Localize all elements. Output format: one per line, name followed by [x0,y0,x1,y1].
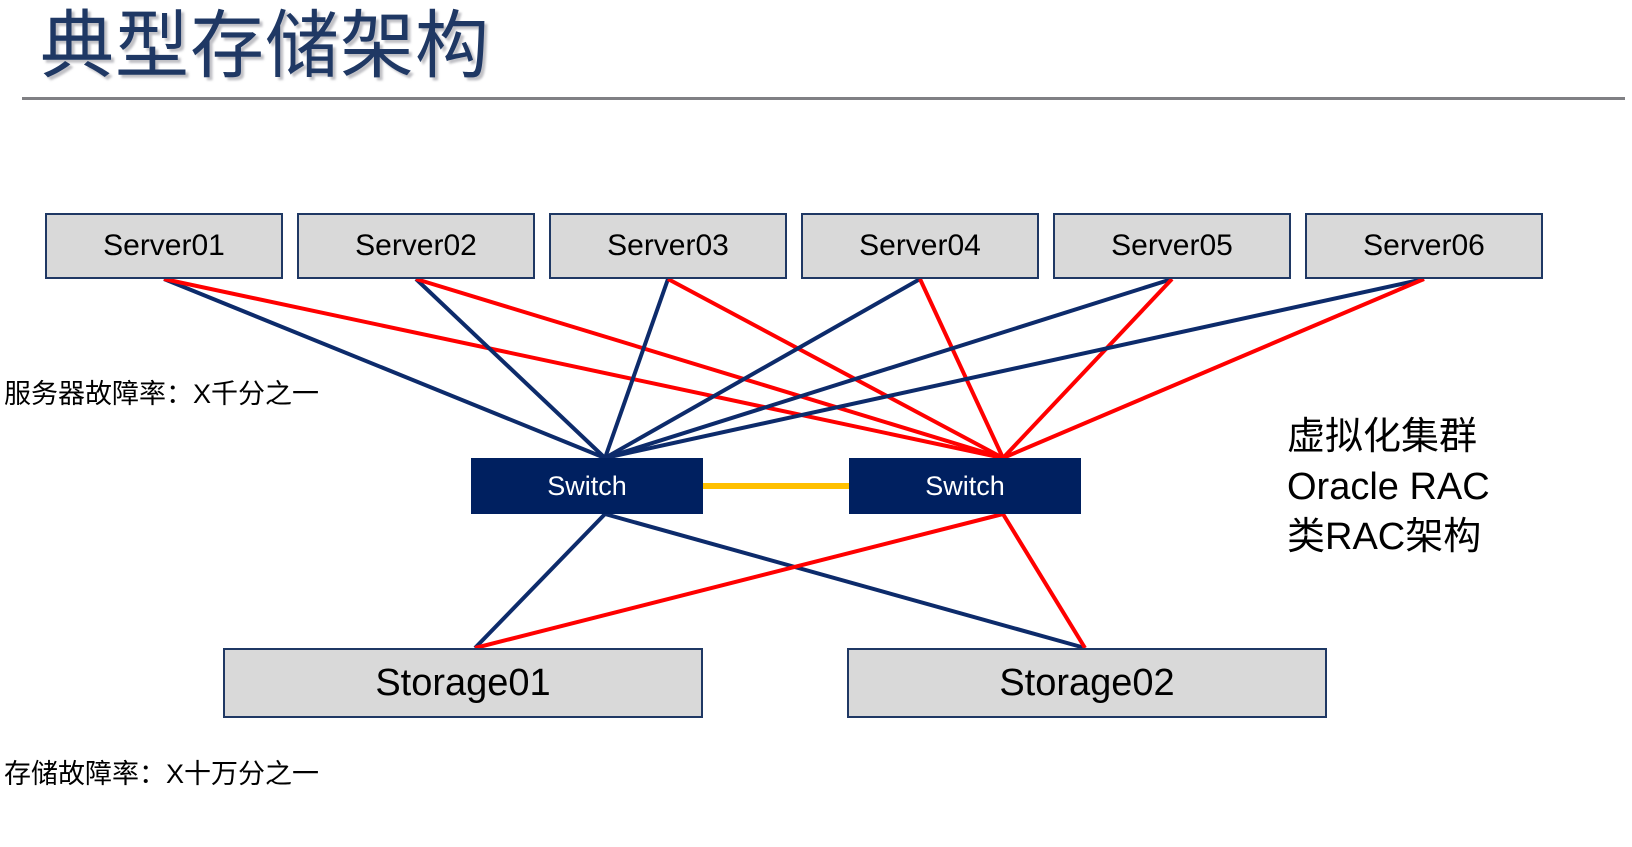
link-server05-to-switch01 [604,277,1173,460]
link-server05-to-switch02 [1001,277,1174,460]
note-cluster-line-2: Oracle RAC [1287,466,1490,508]
page-title: 典型存储架构 [40,4,490,87]
node-server05-label: Server05 [1111,229,1233,262]
node-server02[interactable]: Server02 [297,213,535,279]
link-server04-to-switch02 [918,278,1005,459]
link-server03-to-switch02 [667,277,1004,460]
link-switch01-to-storage01 [473,512,607,650]
node-server02-label: Server02 [355,229,477,262]
node-switch-02[interactable]: Switch [849,458,1081,514]
note-cluster-line-1: 虚拟化集群 [1287,416,1478,458]
node-storage02[interactable]: Storage02 [847,648,1327,718]
node-server03-label: Server03 [607,229,729,262]
note-storage-failure-rate: 存储故障率：X十万分之一 [4,759,320,789]
link-server01-to-switch01 [163,277,606,460]
node-switch-01[interactable]: Switch [471,458,703,514]
link-server03-to-switch01 [603,278,670,459]
node-storage02-label: Storage02 [999,661,1175,704]
node-switch-02-label: Switch [925,470,1005,501]
link-switch02-to-storage02 [1001,512,1087,650]
title-divider [22,97,1625,100]
link-switch02-to-storage01 [474,512,1004,650]
node-server04[interactable]: Server04 [801,213,1039,279]
note-cluster-types: 虚拟化集群 Oracle RAC 类RAC架构 [1287,412,1490,562]
link-server04-to-switch01 [604,277,921,460]
node-storage01-label: Storage01 [375,661,551,704]
node-server01[interactable]: Server01 [45,213,283,279]
link-server01-to-switch02 [163,277,1004,460]
note-cluster-line-3: 类RAC架构 [1287,516,1482,558]
link-server02-to-switch01 [414,277,607,460]
node-server01-label: Server01 [103,229,225,262]
node-switch-01-label: Switch [547,470,627,501]
note-server-failure-rate: 服务器故障率：X千分之一 [4,379,320,409]
node-server06-label: Server06 [1363,229,1485,262]
node-server04-label: Server04 [859,229,981,262]
node-storage01[interactable]: Storage01 [223,648,703,718]
link-server06-to-switch01 [604,277,1425,460]
link-server06-to-switch02 [1002,277,1425,460]
node-server03[interactable]: Server03 [549,213,787,279]
link-server02-to-switch02 [415,277,1004,460]
link-switch01-to-storage02 [604,512,1086,650]
node-server06[interactable]: Server06 [1305,213,1543,279]
node-server05[interactable]: Server05 [1053,213,1291,279]
